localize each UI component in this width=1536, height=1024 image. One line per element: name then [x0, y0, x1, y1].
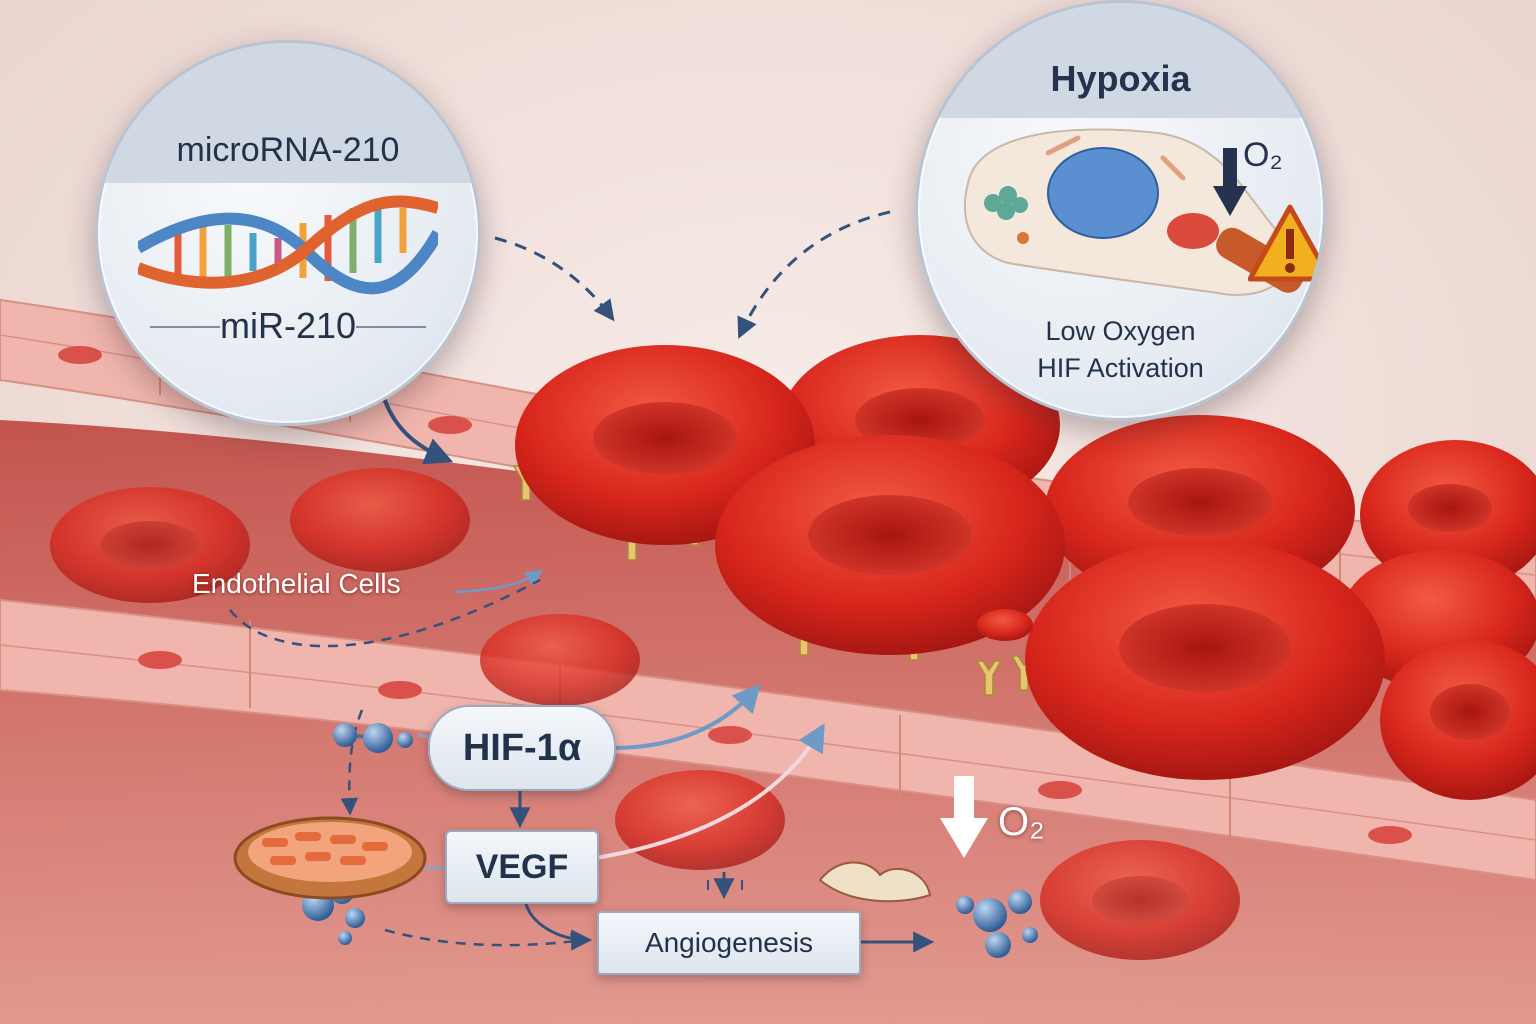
background-red-blood-cells — [50, 468, 1240, 960]
oxygen-molecules-icon — [956, 890, 1038, 958]
red-blood-cells — [515, 335, 1536, 800]
microrna-callout: microRNA-210 miR-210 — [95, 40, 481, 426]
clot-icon — [818, 861, 932, 903]
angiogenesis-node: Angiogenesis — [597, 911, 861, 975]
lower-vessel-wall — [0, 598, 1536, 882]
mir-210-label: miR-210 — [219, 305, 357, 346]
molecule-icon — [333, 723, 413, 753]
oxygen-down-arrow-icon — [940, 776, 988, 858]
dna-helix-icon — [138, 195, 438, 295]
mitochondrion-icon — [233, 816, 427, 900]
oxygen-drop-label: O₂ — [998, 800, 1045, 844]
hypoxia-callout: Hypoxia O₂ Low Oxygen HIF Activation — [915, 0, 1326, 421]
oxygen-label: O₂ — [1243, 136, 1283, 174]
hif-1a-node: HIF-1α — [428, 705, 616, 791]
vegf-node: VEGF — [445, 830, 599, 904]
microrna-title: microRNA-210 — [176, 131, 400, 169]
endothelial-cells-label: Endothelial Cells — [192, 568, 401, 599]
oxygen-down-arrow-icon — [1213, 148, 1247, 216]
down-arrow-icon — [707, 872, 743, 900]
hypoxia-title: Hypoxia — [1050, 58, 1191, 99]
warning-icon — [1248, 204, 1323, 282]
low-oxygen-label: Low Oxygen — [1045, 316, 1196, 346]
hif-activation-label: HIF Activation — [1037, 353, 1204, 383]
